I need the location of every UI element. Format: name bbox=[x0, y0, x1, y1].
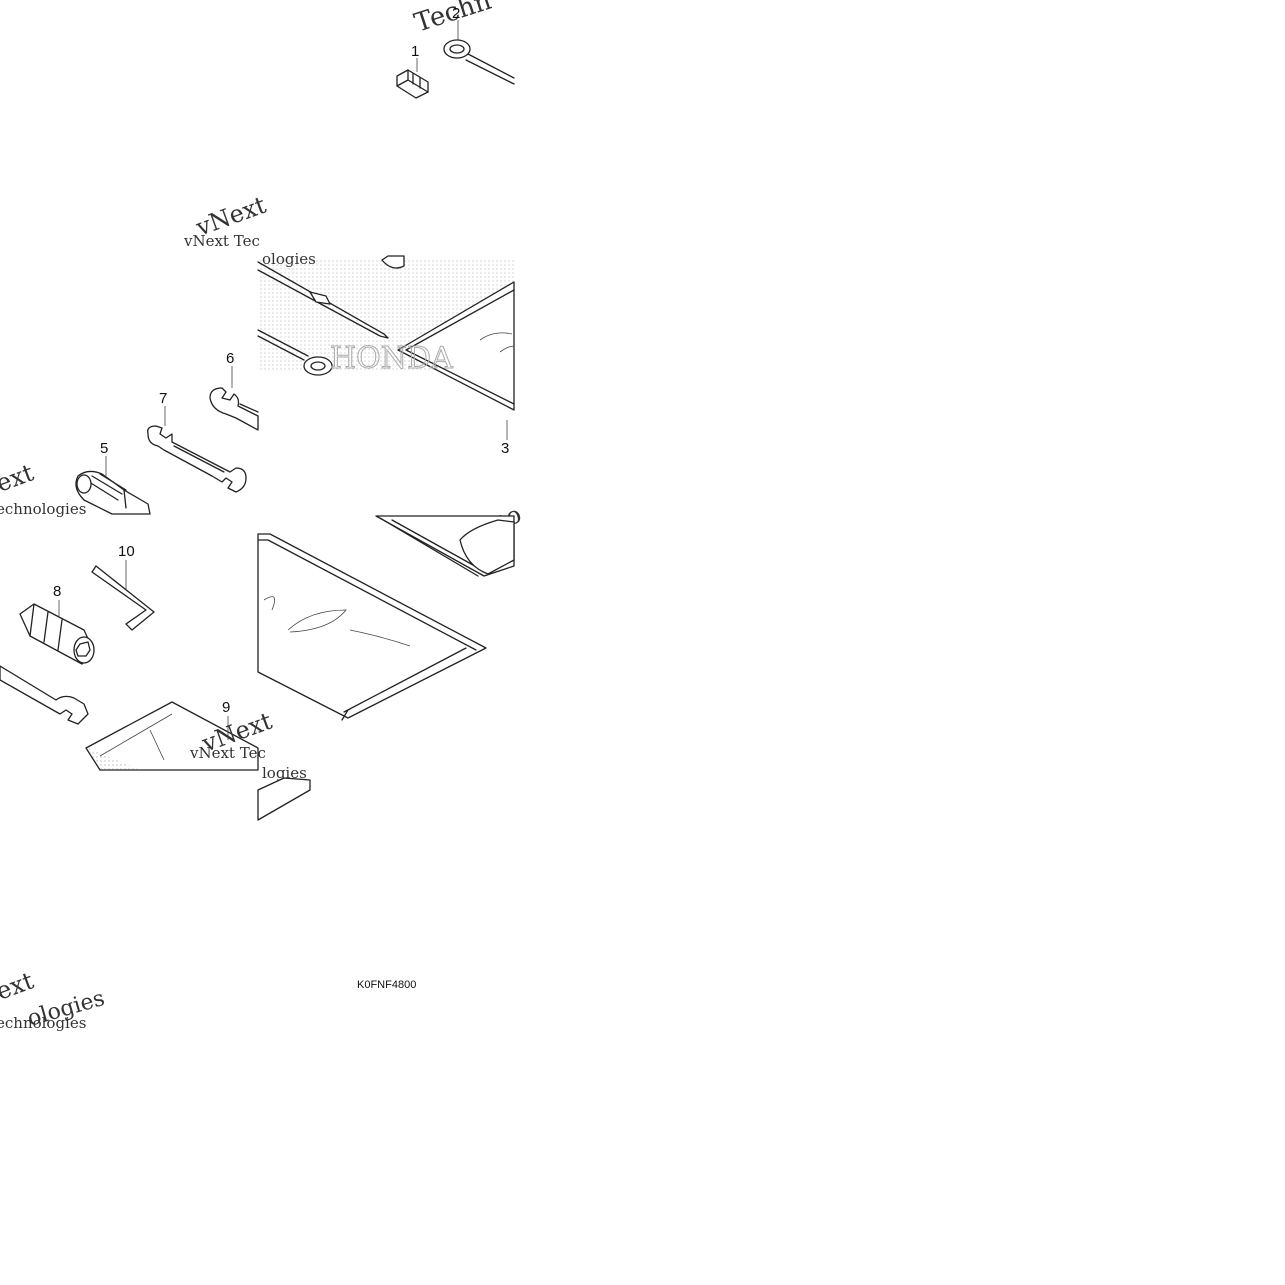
tile-middle-left: vNext Tec vNext ext echnologies 5 7 6 bbox=[0, 191, 270, 518]
tool-wrench-open-end bbox=[147, 425, 247, 493]
watermark-text: ext bbox=[0, 966, 38, 1005]
tool-pouch bbox=[85, 701, 259, 771]
callout-2: 2 bbox=[452, 5, 460, 22]
callout-5: 5 bbox=[100, 440, 108, 457]
watermark-text: logies bbox=[262, 764, 307, 782]
watermark-text: vNext Tec bbox=[183, 232, 260, 250]
watermark-logo: HONDA bbox=[330, 341, 453, 376]
callout-7: 7 bbox=[159, 390, 167, 407]
tool-clip-part bbox=[396, 69, 429, 99]
tool-socket-wrench bbox=[19, 603, 95, 665]
tool-wrench-small bbox=[209, 387, 259, 431]
watermark-text: ologies bbox=[262, 250, 316, 268]
tool-screwdriver bbox=[75, 470, 151, 515]
part-code-label: K0FNF4800 bbox=[357, 979, 416, 991]
tile-top: Techn 1 2 bbox=[396, 0, 515, 99]
watermark-text: vNext Tec bbox=[189, 744, 266, 762]
callout-1: 1 bbox=[411, 43, 419, 60]
watermark-text: echnologies bbox=[0, 500, 86, 518]
watermark-text: ext bbox=[0, 458, 38, 497]
callout-10: 10 bbox=[118, 543, 135, 560]
callout-6: 6 bbox=[226, 350, 234, 367]
tile-bottom-left: 10 8 9 vNext Tec vNext bbox=[0, 543, 276, 771]
callout-8: 8 bbox=[53, 583, 61, 600]
callout-3: 3 bbox=[501, 440, 509, 457]
document-sleeve bbox=[257, 533, 487, 721]
tile-bottom-right: Techno logies bbox=[257, 500, 525, 821]
tool-bag bbox=[397, 281, 515, 411]
callout-9: 9 bbox=[222, 699, 230, 716]
tool-ring-handle bbox=[443, 39, 515, 85]
tool-hex-key bbox=[91, 565, 155, 631]
tile-footer: ext ologies echnologies K0FNF4800 bbox=[0, 966, 416, 1032]
watermark-text: echnologies bbox=[0, 1014, 86, 1032]
tile-middle-right: ologies HONDA 3 bbox=[257, 250, 515, 457]
